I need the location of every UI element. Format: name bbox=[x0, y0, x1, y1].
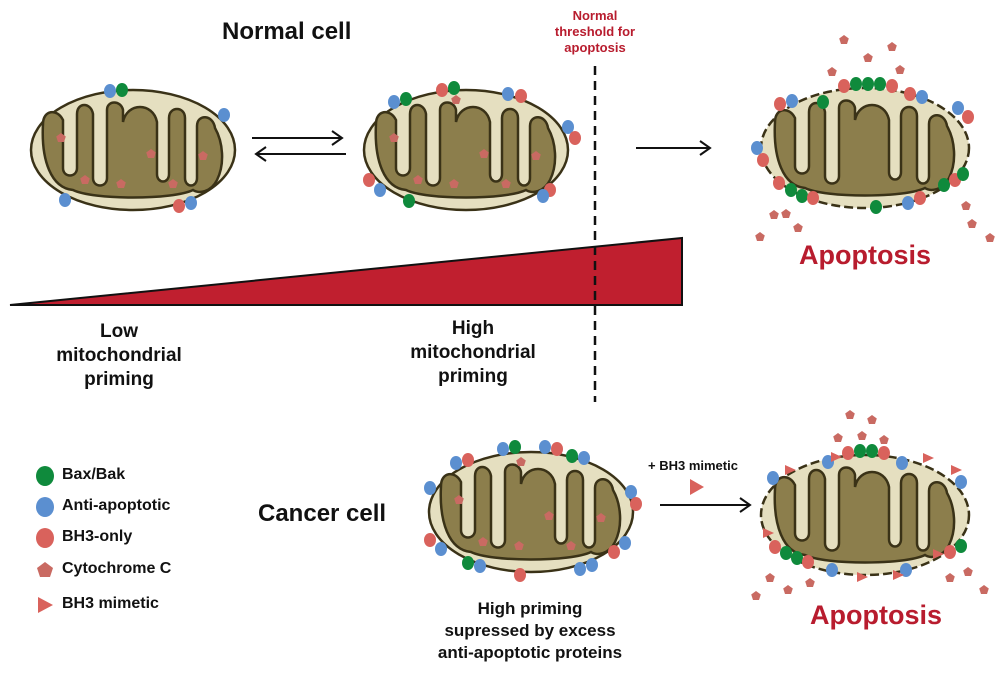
anti-apoptotic-protein bbox=[104, 84, 116, 98]
legend-label-bh3-mimetic: BH3 mimetic bbox=[62, 595, 159, 612]
legend-label-anti-apoptotic: Anti-apoptotic bbox=[62, 497, 171, 514]
threshold-label-line: Normal bbox=[572, 8, 618, 23]
mitochondrion-low-priming bbox=[29, 88, 237, 212]
cancer-cell-title: Cancer cell bbox=[258, 500, 387, 527]
bh3-only-protein bbox=[436, 83, 448, 97]
mitochondrion-high-priming bbox=[362, 88, 570, 212]
priming-gradient-wedge bbox=[9, 236, 683, 306]
anti-apoptotic-protein bbox=[185, 196, 197, 210]
arrow-bh3-mimetic bbox=[660, 497, 752, 513]
legend-label-bax-bak: Bax/Bak bbox=[62, 466, 126, 483]
equilibrium-arrows bbox=[252, 130, 346, 162]
red-oval-icon bbox=[36, 528, 54, 548]
anti-apoptotic-protein bbox=[388, 95, 400, 109]
normal-cell-title: Normal cell bbox=[222, 18, 352, 45]
blue-oval-icon bbox=[36, 497, 54, 517]
bh3-only-protein bbox=[569, 131, 581, 145]
bh3-mimetic-icon bbox=[690, 479, 704, 495]
bax-bak-protein bbox=[448, 81, 460, 95]
low-priming-line: mitochondrial bbox=[56, 345, 182, 366]
high-priming-label: High mitochondrial priming bbox=[398, 317, 548, 389]
mitochondrion-apoptotic-bottom bbox=[759, 453, 971, 577]
anti-apoptotic-protein bbox=[374, 183, 386, 197]
high-priming-line: mitochondrial bbox=[410, 342, 536, 363]
bax-bak-protein bbox=[116, 83, 128, 97]
cancer-proteins bbox=[424, 440, 642, 582]
threshold-label: Normal threshold for apoptosis bbox=[545, 8, 645, 56]
legend-symbols bbox=[36, 466, 54, 613]
pentagon-icon bbox=[37, 562, 53, 577]
bh3-only-protein bbox=[363, 173, 375, 187]
low-priming-label: Low mitochondrial priming bbox=[44, 320, 194, 392]
cancer-caption-line: High priming bbox=[477, 599, 583, 618]
apoptosis-title-bottom: Apoptosis bbox=[810, 600, 942, 630]
bh3-only-protein bbox=[173, 199, 185, 213]
triangle-icon bbox=[38, 597, 53, 613]
anti-apoptotic-protein bbox=[537, 189, 549, 203]
anti-apoptotic-protein bbox=[502, 87, 514, 101]
cancer-caption: High priming supressed by excess anti-ap… bbox=[435, 598, 625, 664]
bax-bak-protein bbox=[400, 92, 412, 106]
mitochondrion-cancer-cell bbox=[427, 450, 635, 574]
bax-bak-pore-bottom bbox=[767, 444, 967, 577]
legend-label-bh3-only: BH3-only bbox=[62, 528, 133, 545]
bax-bak-pore-top bbox=[751, 77, 974, 214]
low-priming-line: priming bbox=[84, 369, 154, 390]
green-oval-icon bbox=[36, 466, 54, 486]
arrow-to-apoptosis bbox=[636, 140, 712, 156]
bh3-only-protein bbox=[515, 89, 527, 103]
apoptosis-title-top: Apoptosis bbox=[799, 240, 931, 270]
high-priming-line: priming bbox=[438, 366, 508, 387]
threshold-label-line: apoptosis bbox=[564, 40, 626, 55]
cancer-caption-line: anti-apoptotic proteins bbox=[437, 643, 623, 662]
anti-apoptotic-protein bbox=[218, 108, 230, 122]
bax-bak-protein bbox=[403, 194, 415, 208]
legend-label-cytochrome-c: Cytochrome C bbox=[62, 560, 172, 577]
high-priming-line: High bbox=[451, 318, 495, 339]
low-priming-line: Low bbox=[100, 321, 138, 342]
anti-apoptotic-protein bbox=[562, 120, 574, 134]
cancer-caption-line: supressed by excess bbox=[444, 621, 616, 640]
bh3-mimetic-arrow-label: + BH3 mimetic bbox=[648, 458, 738, 473]
threshold-label-line: threshold for bbox=[554, 24, 636, 39]
anti-apoptotic-protein bbox=[59, 193, 71, 207]
